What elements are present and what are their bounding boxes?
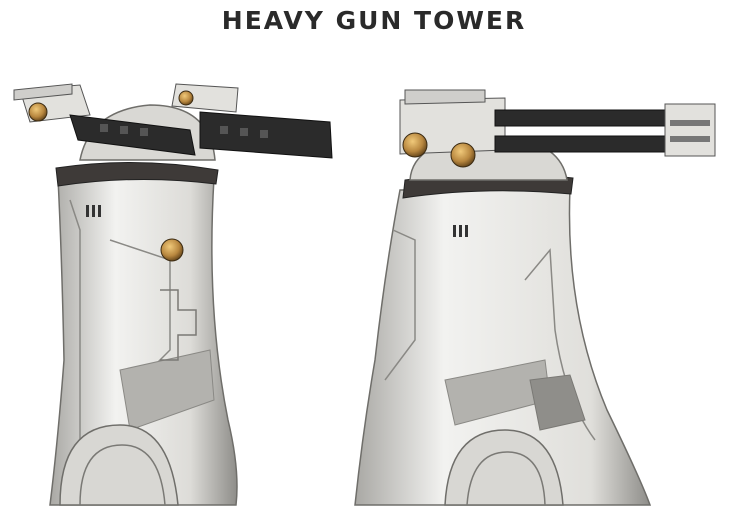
base-arch (59, 424, 179, 506)
gun-barrels (399, 89, 716, 168)
page-title: HEAVY GUN TOWER (221, 6, 527, 35)
tower-render-side (345, 80, 745, 520)
tower-render-perspective (0, 60, 360, 520)
gun-barrels (13, 83, 333, 159)
brass-light (160, 238, 184, 262)
tower-body (354, 187, 652, 506)
base-arch (444, 429, 564, 506)
tower-collar (55, 161, 219, 187)
